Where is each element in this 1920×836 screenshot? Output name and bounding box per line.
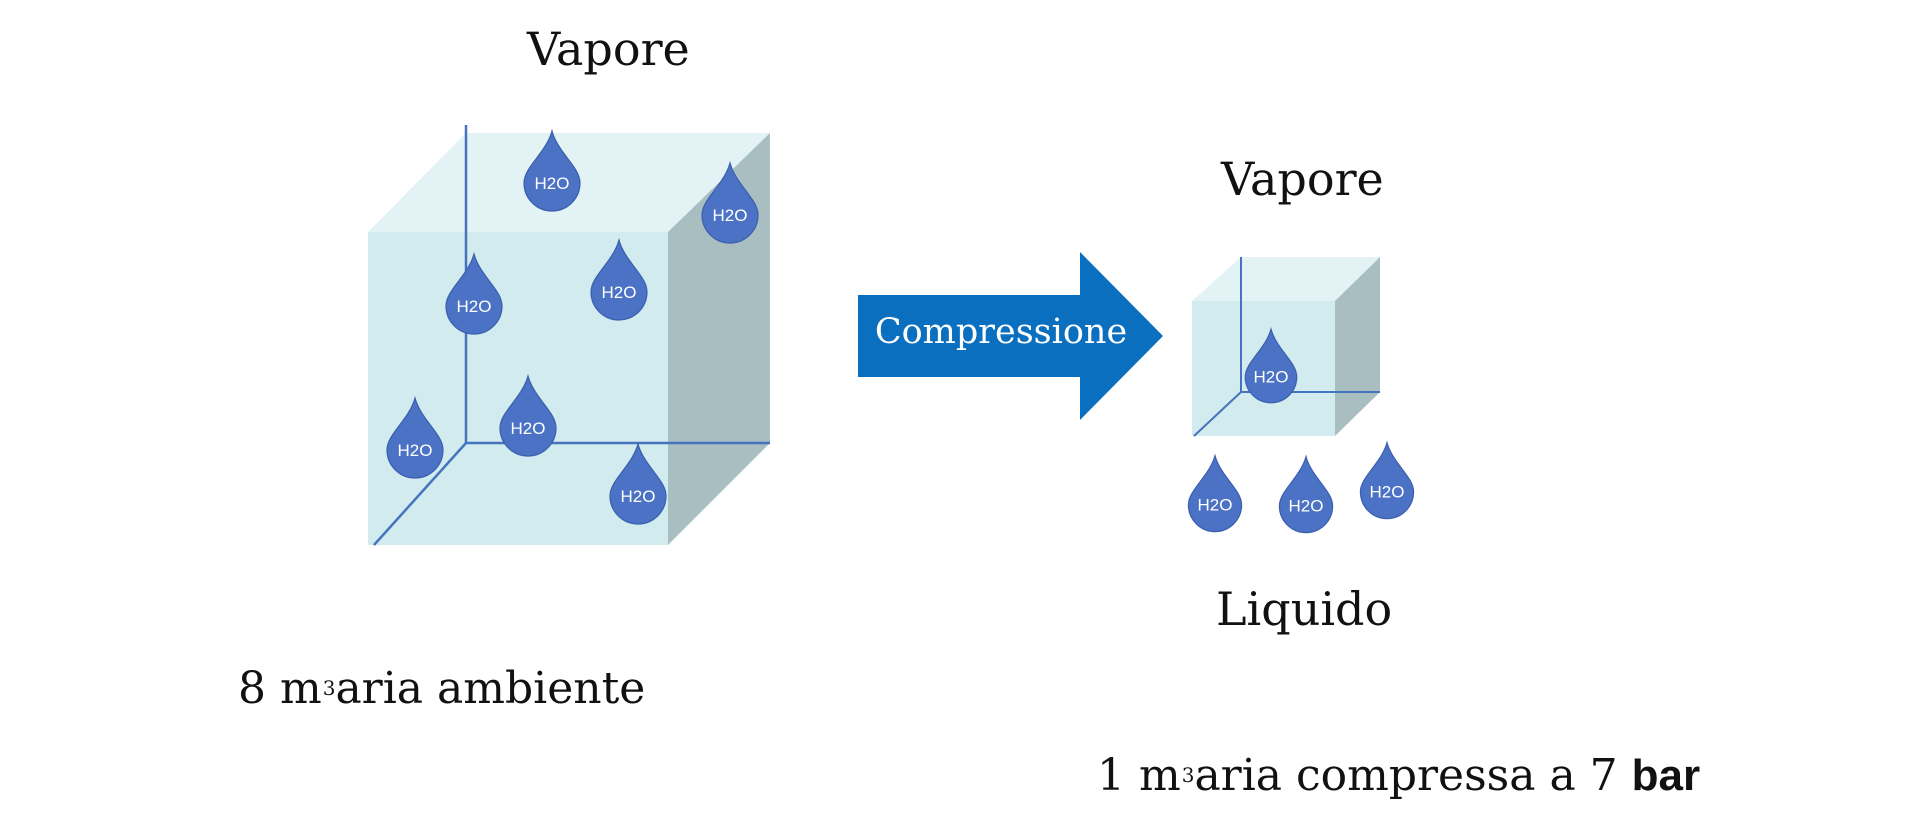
water-drop-icon [609,441,667,525]
water-drop-icon [590,237,648,321]
caption-ambient-qty: 8 m [238,663,322,714]
vapor-label-right: Vapore [1221,152,1384,206]
water-drop-label: H2O [535,174,570,193]
compression-arrow [858,252,1163,420]
water-drop-icon [1359,440,1415,520]
caption-ambient-air: 8 m3aria ambiente [238,663,645,714]
water-drop-label: H2O [1254,368,1289,387]
liquid-label: Liquido [1216,582,1393,636]
water-drop-label: H2O [457,297,492,316]
caption-compressed-exponent: 3 [1181,763,1195,787]
small-cube-depth-edge [1193,391,1242,437]
water-drop-label: H2O [511,419,546,438]
water-drop-icon [1244,326,1298,404]
vapor-label-left: Vapore [527,22,690,76]
water-drop-icon [499,373,557,457]
caption-ambient-text: aria ambiente [335,663,646,714]
caption-ambient-exponent: 3 [322,676,336,700]
water-drop-icon [701,160,759,244]
caption-compressed-qty: 1 m [1097,750,1181,801]
small-cube-top-face [1192,257,1380,301]
water-drop-label: H2O [398,441,433,460]
small-cube [1192,257,1380,437]
water-drops: H2O H2O H2O H2O H2O H2O H2O H2O H2O H2O H2O [386,128,1415,534]
water-drop-icon [386,395,444,479]
water-drop-icon [1187,453,1243,533]
caption-compressed-unit: bar [1631,751,1701,800]
caption-compressed-text: aria compressa a 7 [1194,750,1632,801]
water-drop-icon [1278,454,1334,534]
water-drop-label: H2O [621,487,656,506]
water-drop-label: H2O [602,283,637,302]
water-drop-label: H2O [1289,497,1324,516]
water-drop-label: H2O [713,206,748,225]
compression-label: Compressione [874,312,1128,352]
water-drop-label: H2O [1370,483,1405,502]
water-drop-label: H2O [1198,496,1233,515]
water-drop-icon [523,128,581,212]
large-cube-depth-edge [373,442,467,546]
water-drop-icon [445,251,503,335]
caption-compressed-air: 1 m3aria compressa a 7 bar [1097,750,1700,801]
